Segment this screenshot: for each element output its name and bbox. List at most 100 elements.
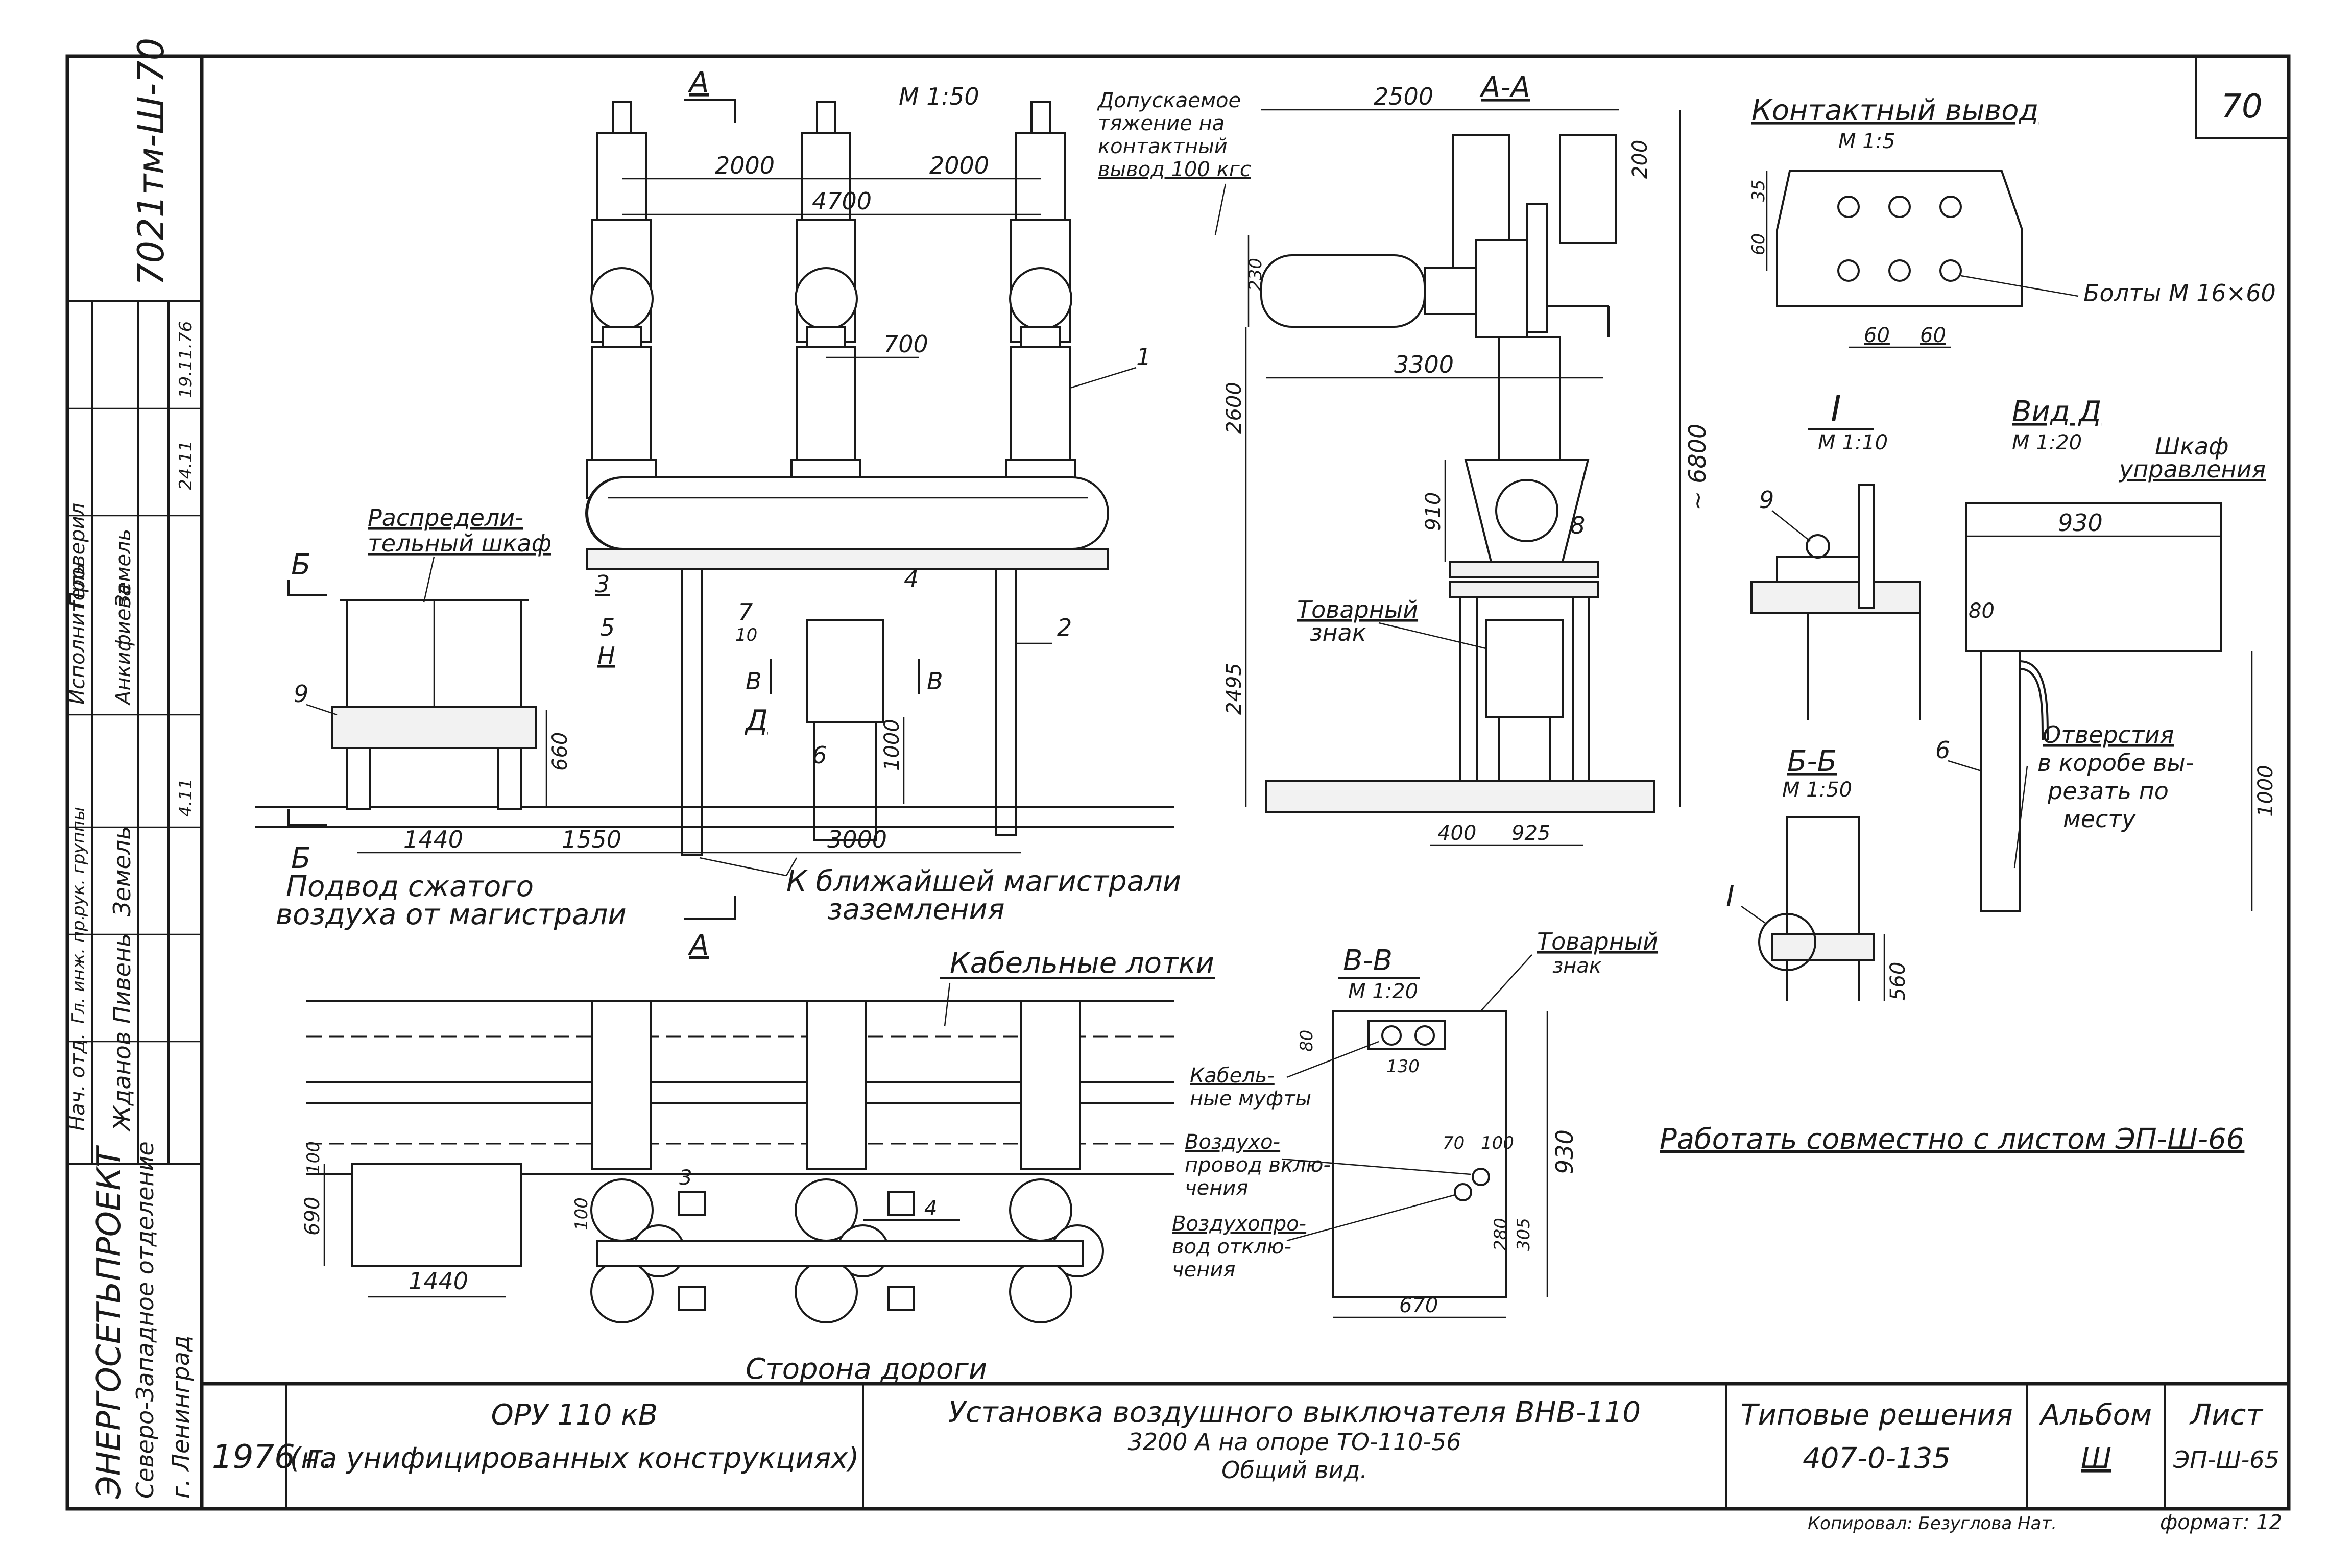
dim-2500: 2500 <box>1374 83 1433 110</box>
vv-dim-100: 100 <box>1481 1133 1514 1153</box>
air-on-2: провод вклю- <box>1185 1153 1331 1177</box>
dim-2000-left: 2000 <box>715 152 775 179</box>
plan-dim-100-left: 100 <box>303 1141 324 1174</box>
air-on-3: чения <box>1185 1176 1248 1200</box>
dim-3300: 3300 <box>1394 351 1454 378</box>
section-aa-cylinder <box>1260 254 1426 328</box>
load-note-1: Допускаемое <box>1097 89 1241 112</box>
album-number: Ш <box>2081 1442 2111 1475</box>
cabinet-label-1: Распредели- <box>368 504 523 532</box>
vv-dim-80: 80 <box>1297 1030 1317 1052</box>
front-view: 2000 2000 4700 700 М 1:50 А А Допускаемо… <box>255 66 1251 962</box>
stamp-dept: Северо-Западное отделение <box>131 1141 159 1499</box>
pos-5: 5 <box>600 614 615 641</box>
plan-pos-4: 4 <box>924 1197 937 1220</box>
sheet-frame: 70 <box>65 54 2291 1511</box>
pos-2: 2 <box>1057 614 1072 641</box>
detail-i-title: I <box>1831 388 1841 430</box>
dim-60-b: 60 <box>1920 324 1946 347</box>
section-vv-scale: М 1:20 <box>1348 980 1418 1003</box>
stamp-role-head: Нач. отд. <box>66 1033 89 1131</box>
pos-3: 3 <box>595 570 610 598</box>
air-receiver <box>586 476 1109 550</box>
dim-925: 925 <box>1511 822 1550 845</box>
section-mark-a-top: А <box>688 66 709 99</box>
pos-9: 9 <box>294 680 308 708</box>
stamp-name-head: Жданов <box>108 1031 136 1132</box>
title-line-3: Общий вид. <box>1221 1456 1367 1484</box>
plan-pos-3: 3 <box>679 1166 692 1190</box>
side-stamp: 7021тм-Ш-70 Нач. отд. Жданов Гл. инж. пр… <box>66 38 202 1499</box>
title-line-1: Установка воздушного выключателя ВНВ-110 <box>948 1396 1641 1429</box>
section-mark-b-upper: Б <box>291 548 310 582</box>
section-vv: В-В М 1:20 Товарный знак 80 130 70 100 9… <box>1172 928 1658 1318</box>
album-label: Альбом <box>2039 1398 2152 1432</box>
air-note-1: Подвод сжатого <box>286 870 534 903</box>
dim-930-view-d: 930 <box>2058 509 2103 537</box>
section-aa-title: А-А <box>1479 71 1530 104</box>
dim-2495: 2495 <box>1222 663 1246 715</box>
dim-660: 660 <box>548 732 572 771</box>
corner-sheet-number: 70 <box>2221 88 2262 126</box>
stamp-date-1: 19.11.76 <box>176 321 196 398</box>
dim-560: 560 <box>1886 962 1910 1001</box>
title-year: 1976 г. <box>212 1438 333 1476</box>
stamp-role-group: рук. группы <box>68 807 89 917</box>
dim-1550: 1550 <box>562 826 621 853</box>
view-d: Вид Д М 1:20 Шкаф управления 930 80 1000… <box>1935 395 2277 912</box>
pos-7-sub-10: 10 <box>735 625 757 645</box>
stamp-org: ЭНЕРГОСЕТЬПРОЕКТ <box>90 1145 128 1499</box>
dim-35: 35 <box>1748 180 1769 202</box>
stamp-name-group: Земель <box>108 826 136 916</box>
section-mark-b-lower: Б <box>291 842 310 875</box>
dim-60-a: 60 <box>1864 324 1890 347</box>
typical-label: Типовые решения <box>1740 1398 2012 1432</box>
pos-6: 6 <box>812 741 827 769</box>
road-side-label: Сторона дороги <box>746 1353 987 1386</box>
dim-3000: 3000 <box>827 826 887 853</box>
contact-terminal-title: Контактный вывод <box>1751 94 2038 127</box>
detail-i-pos-9: 9 <box>1759 486 1774 514</box>
dim-6800: ~ 6800 <box>1684 424 1711 511</box>
dim-4700: 4700 <box>812 187 872 215</box>
control-box <box>806 619 884 723</box>
dim-1000-front: 1000 <box>880 719 904 771</box>
section-mark-a-bottom: А <box>688 929 709 962</box>
dim-60-vertical: 60 <box>1748 233 1769 255</box>
dim-80-view-d: 80 <box>1969 599 1995 623</box>
cable-couplings-2: ные муфты <box>1190 1087 1311 1111</box>
cabinet-label-2: тельный шкаф <box>368 529 551 557</box>
contact-terminal: Контактный вывод М 1:5 35 60 60 60 Болты… <box>1748 94 2276 348</box>
vv-dim-130: 130 <box>1386 1056 1420 1077</box>
stamp-name-chief: Пивень <box>108 933 136 1024</box>
bolts-label: Болты М 16×60 <box>2083 279 2276 307</box>
typical-number: 407-0-135 <box>1803 1442 1951 1475</box>
footer-format: формат: 12 <box>2160 1511 2282 1534</box>
dim-2600: 2600 <box>1222 382 1246 434</box>
stamp-date-3: 4.11 <box>176 778 196 817</box>
holes-note-2: в коробе вы- <box>2037 749 2194 777</box>
load-note-3: контактный <box>1098 135 1228 158</box>
section-mark-v-left: В <box>746 667 762 695</box>
cable-trays-label: Кабельные лотки <box>950 947 1214 980</box>
sheet-label: Лист <box>2189 1398 2263 1432</box>
view-d-title: Вид Д <box>2012 395 2101 428</box>
dim-1000-view-d: 1000 <box>2254 765 2277 817</box>
section-bb-scale: М 1:50 <box>1782 778 1852 802</box>
section-bb: Б-Б М 1:50 I 560 <box>1726 745 1910 1001</box>
contact-terminal-scale: М 1:5 <box>1838 130 1895 153</box>
plan-dim-1440: 1440 <box>409 1267 468 1295</box>
detail-i: I М 1:10 9 <box>1750 388 1921 720</box>
stamp-designation: 7021тм-Ш-70 <box>130 38 172 286</box>
detail-i-scale: М 1:10 <box>1818 431 1888 454</box>
vv-dim-280: 280 <box>1491 1218 1511 1251</box>
title-object-2: (на унифицированных конструкциях) <box>290 1442 859 1475</box>
section-bb-mark-i: I <box>1726 880 1735 913</box>
view-d-cabinet-1: Шкаф <box>2155 432 2229 460</box>
dim-230: 230 <box>1245 258 1266 291</box>
title-line-2: 3200 А на опоре ТО-110-56 <box>1128 1428 1461 1456</box>
work-note: Работать совместно с листом ЭП-Ш-66 <box>1660 1123 2244 1156</box>
stamp-name-checker: Земель <box>112 529 135 608</box>
section-aa: А-А 2500 200 230 3300 2600 910 ~ 6800 <box>1222 71 1711 846</box>
